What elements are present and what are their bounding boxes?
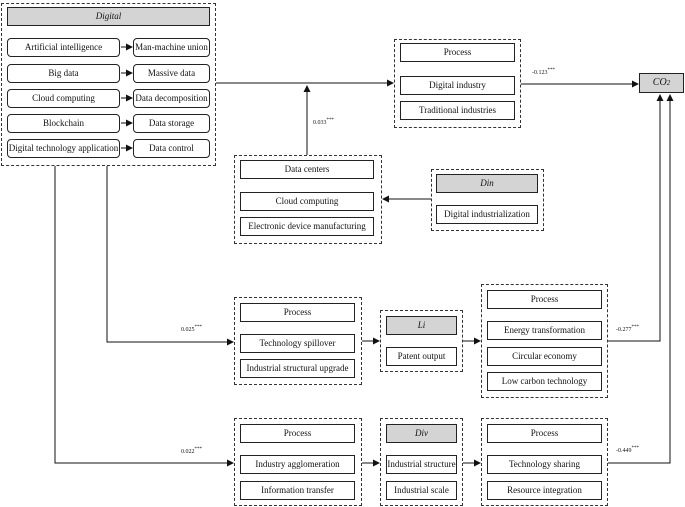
middle-right-process-item: Energy transformation [487,321,602,340]
digital-group [1,3,216,166]
din-group [431,169,544,231]
bottom-process-item: Industry agglomeration [240,455,355,474]
middle-right-process-title: Process [487,290,602,309]
middle-right-process-item: Low carbon technology [487,372,602,391]
div-item: Industrial structure [386,455,457,474]
middle-right-process-item: Circular economy [487,347,602,366]
div-title: Div [386,424,457,443]
bottom-process-group [234,418,362,506]
top-process-item: Traditional industries [400,101,515,120]
digital-right-item: Data control [133,139,210,158]
data-infra-item: Cloud computing [240,192,374,211]
middle-process-item: Technology spillover [240,334,355,353]
middle-right-process-group [481,284,608,398]
data-infra-group [234,155,382,244]
digital-right-item: Data decomposition [133,89,210,108]
bottom-right-process-item: Technology sharing [487,455,602,474]
coef-li-path: 0.025*** [181,325,202,333]
data-infra-item: Electronic device manufacturing [240,217,374,236]
digital-right-item: Data storage [133,114,210,133]
digital-left-item: Big data [7,64,120,83]
bottom-right-process-title: Process [487,424,602,443]
li-title: Li [386,316,457,335]
path-div-co2 [608,94,674,464]
digital-right-item: Massive data [133,64,210,83]
data-infra-item: Data centers [240,160,374,179]
digital-left-item: Cloud computing [7,89,120,108]
din-item: Digital industrialization [436,205,538,224]
coef-din-path: 0.033*** [313,118,334,126]
digital-left-item: Digital technology application [7,139,120,158]
bottom-right-process-group [481,418,608,506]
coef-top: -0.123*** [532,68,555,76]
middle-process-group [234,297,362,385]
top-process-title: Process [400,43,515,62]
li-group [380,310,463,372]
top-process-item: Digital industry [400,76,515,95]
bottom-process-item: Information transfer [240,481,355,500]
li-item: Patent output [386,347,457,366]
path-li-co2 [608,94,664,342]
digital-left-item: Artificial intelligence [7,38,120,57]
div-item: Industrial scale [386,481,457,500]
bottom-right-process-item: Resource integration [487,481,602,500]
top-process-group [394,39,521,128]
coef-li-co2: -0.277*** [616,325,639,333]
path-div [54,166,234,467]
digital-right-item: Man-machine union [133,38,210,57]
div-group [380,418,463,506]
digital-left-item: Blockchain [7,114,120,133]
middle-process-item: Industrial structural upgrade [240,359,355,378]
middle-process-title: Process [240,303,355,322]
path-li [106,166,234,346]
coef-div-co2: -0.449*** [616,446,639,454]
digital-title: Digital [7,7,210,26]
din-title: Din [436,174,538,193]
coef-div-path: 0.022*** [181,447,202,455]
bottom-process-title: Process [240,424,355,443]
